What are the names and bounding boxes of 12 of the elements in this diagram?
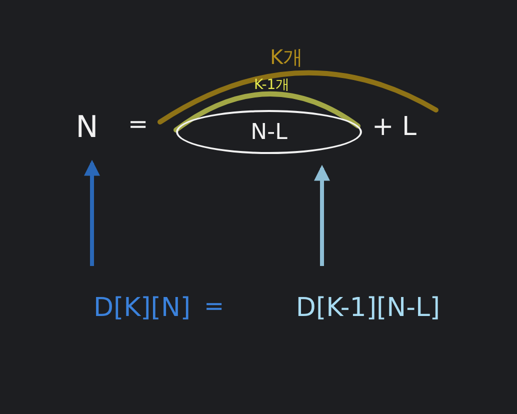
formula-text: + L	[372, 112, 417, 142]
equals-sign: =	[204, 292, 224, 320]
arrow	[314, 164, 330, 266]
ellipse	[176, 110, 362, 154]
formula-text: N	[76, 110, 98, 144]
formula-text: D[K][N]	[93, 293, 191, 323]
arc-label: K개	[270, 44, 304, 71]
equals-sign: =	[128, 110, 148, 138]
formula-text: D[K-1][N-L]	[296, 293, 440, 323]
arc-label: K-1개	[254, 76, 290, 94]
formula-text: N-L	[250, 120, 288, 144]
arrow	[84, 160, 100, 266]
